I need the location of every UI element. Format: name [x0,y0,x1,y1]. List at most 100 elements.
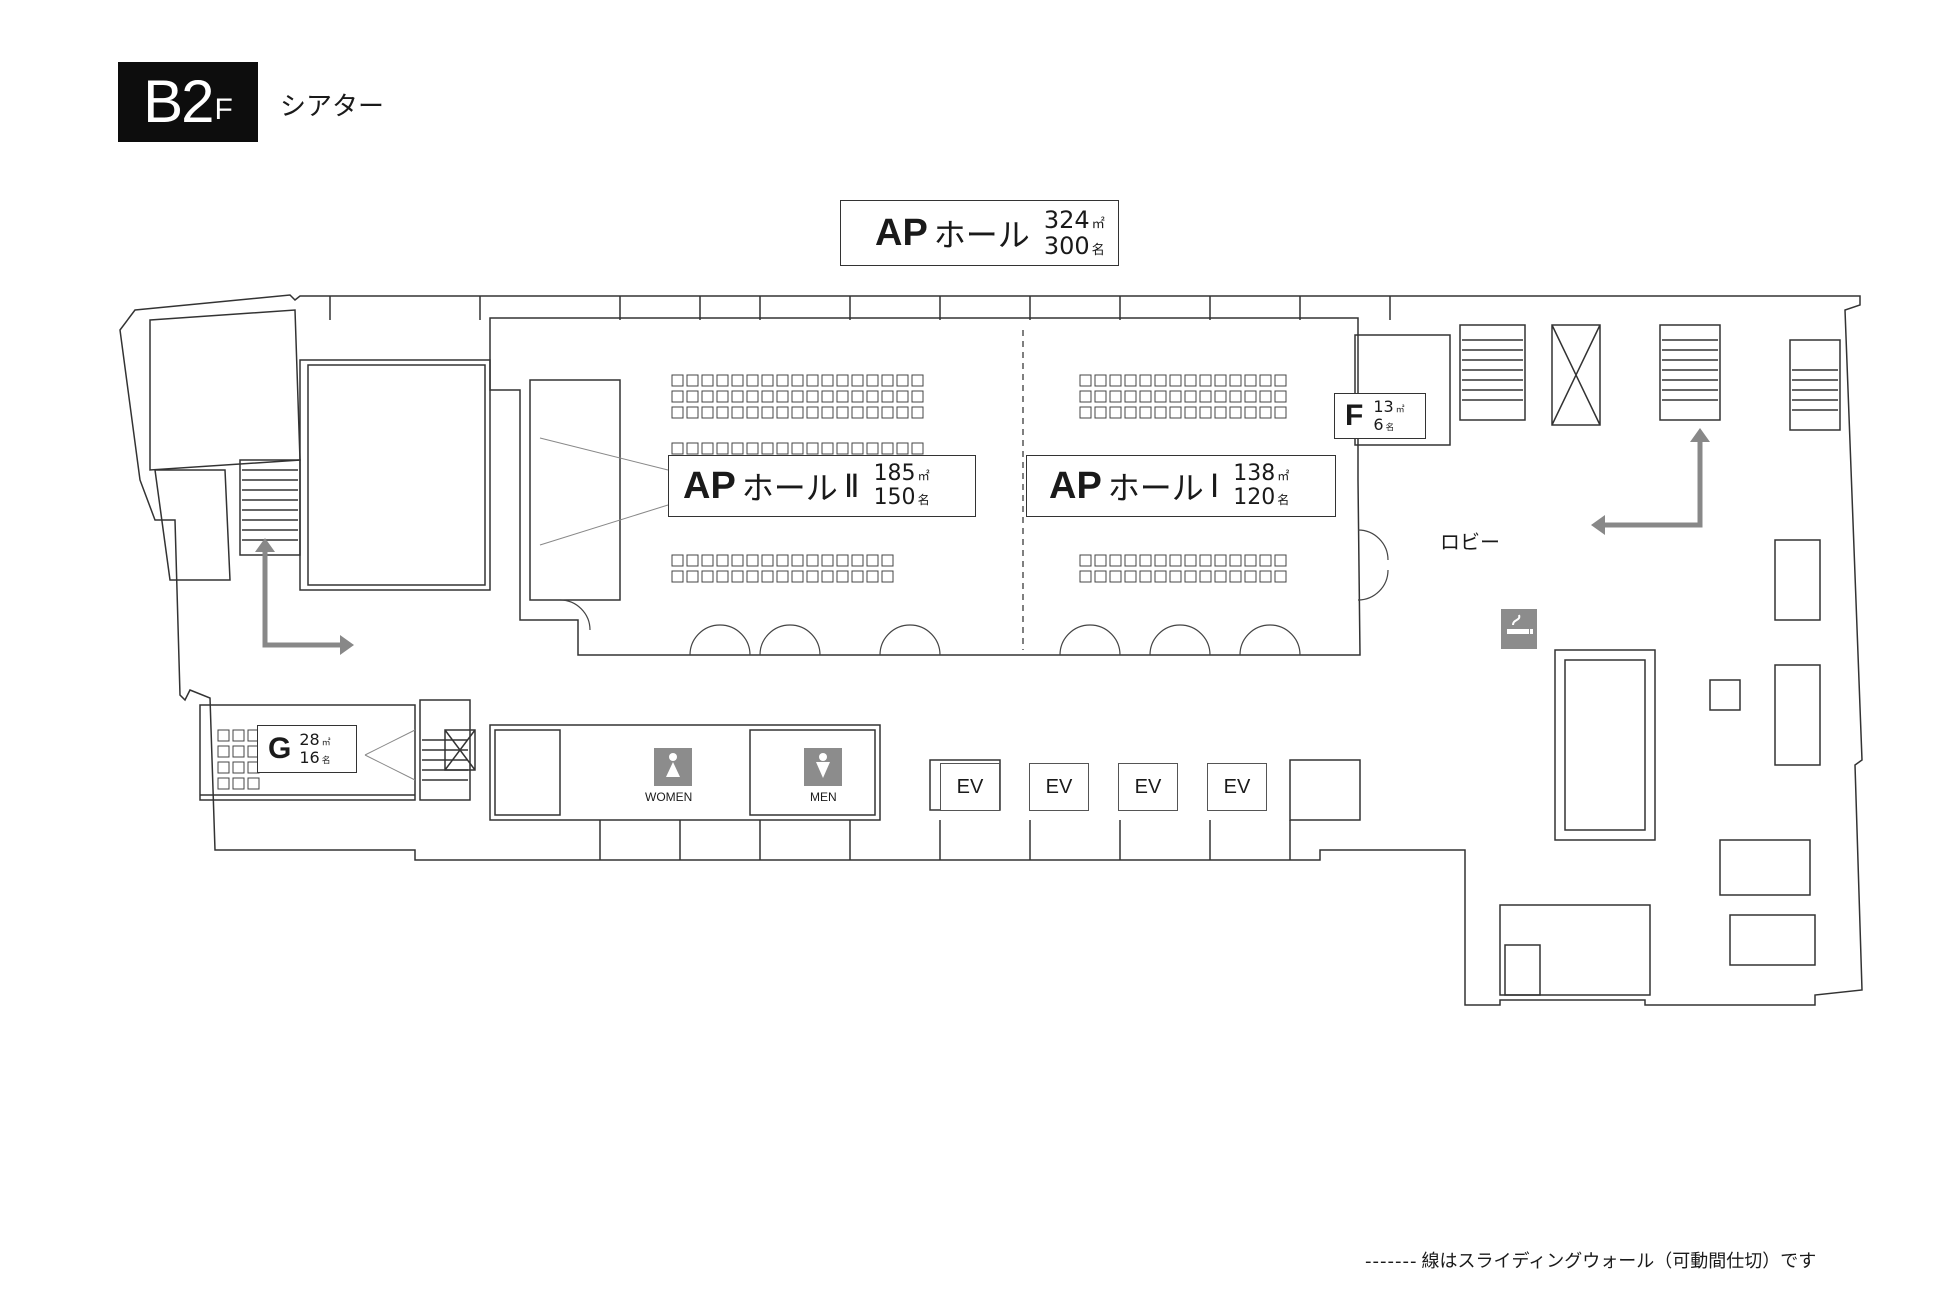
seat [821,390,834,403]
seat [791,570,804,583]
seat [731,406,744,419]
seat [1214,374,1227,387]
seat [1154,406,1167,419]
seat [1094,390,1107,403]
seat [881,406,894,419]
exit-arrow-icon [262,440,1703,648]
seat [791,554,804,567]
seat [806,442,819,455]
seat [866,554,879,567]
seat [881,390,894,403]
room-g [199,704,416,801]
seat [671,554,684,567]
seat [716,442,729,455]
seat [1169,374,1182,387]
seat [1079,554,1092,567]
seat [1094,406,1107,419]
seat [1094,554,1107,567]
seat [1199,570,1212,583]
seat [761,406,774,419]
seat [776,390,789,403]
seat [1229,570,1242,583]
seat [1124,374,1137,387]
seat [1244,570,1257,583]
seat [1079,406,1092,419]
seat [746,554,759,567]
legend-dashes: ------- [1365,1251,1418,1272]
seat [806,390,819,403]
seat [1124,406,1137,419]
seat [851,406,864,419]
seat [671,390,684,403]
seat [896,442,909,455]
seat [866,570,879,583]
seat [1244,390,1257,403]
seat [746,570,759,583]
stairs-west [239,459,301,556]
exit-arrow-heads [255,428,1710,655]
seat [1259,390,1272,403]
seat [731,442,744,455]
seat [776,406,789,419]
seat [791,406,804,419]
seat [1169,406,1182,419]
seat [217,729,230,742]
seat [761,442,774,455]
elevator-2: EV [1029,763,1089,811]
seat [1214,390,1227,403]
seat [1229,554,1242,567]
seat [1139,570,1152,583]
seat [1274,570,1287,583]
floor-suffix: F [214,93,233,126]
room-kana: ホール [933,216,1030,254]
seat [791,442,804,455]
seat [1259,554,1272,567]
seat [1244,554,1257,567]
seat [1229,374,1242,387]
seat [671,406,684,419]
outer-wall [119,294,1863,1006]
seat [896,374,909,387]
seat [881,374,894,387]
seat [1109,374,1122,387]
seat [911,406,924,419]
seat [851,374,864,387]
seat [836,570,849,583]
room-numeral: Ⅰ [1209,467,1220,505]
men-icon [804,748,842,786]
seat [806,406,819,419]
seat [1184,390,1197,403]
seat [1184,570,1197,583]
seat [716,390,729,403]
seat [686,570,699,583]
seat [731,554,744,567]
seat [851,570,864,583]
seat [1079,390,1092,403]
seat [761,554,774,567]
seat [836,406,849,419]
seat [1259,374,1272,387]
seat [866,390,879,403]
seat [232,745,245,758]
room-numeral: Ⅱ [843,467,860,505]
seat [1259,406,1272,419]
seat [217,745,230,758]
seat [806,570,819,583]
seat [1169,570,1182,583]
seat [776,442,789,455]
seat [1274,406,1287,419]
seat [701,390,714,403]
seat [821,570,834,583]
seat [1124,570,1137,583]
seat [232,777,245,790]
seat [821,406,834,419]
seat [1109,390,1122,403]
seat [791,374,804,387]
seat [1229,390,1242,403]
seat [701,570,714,583]
